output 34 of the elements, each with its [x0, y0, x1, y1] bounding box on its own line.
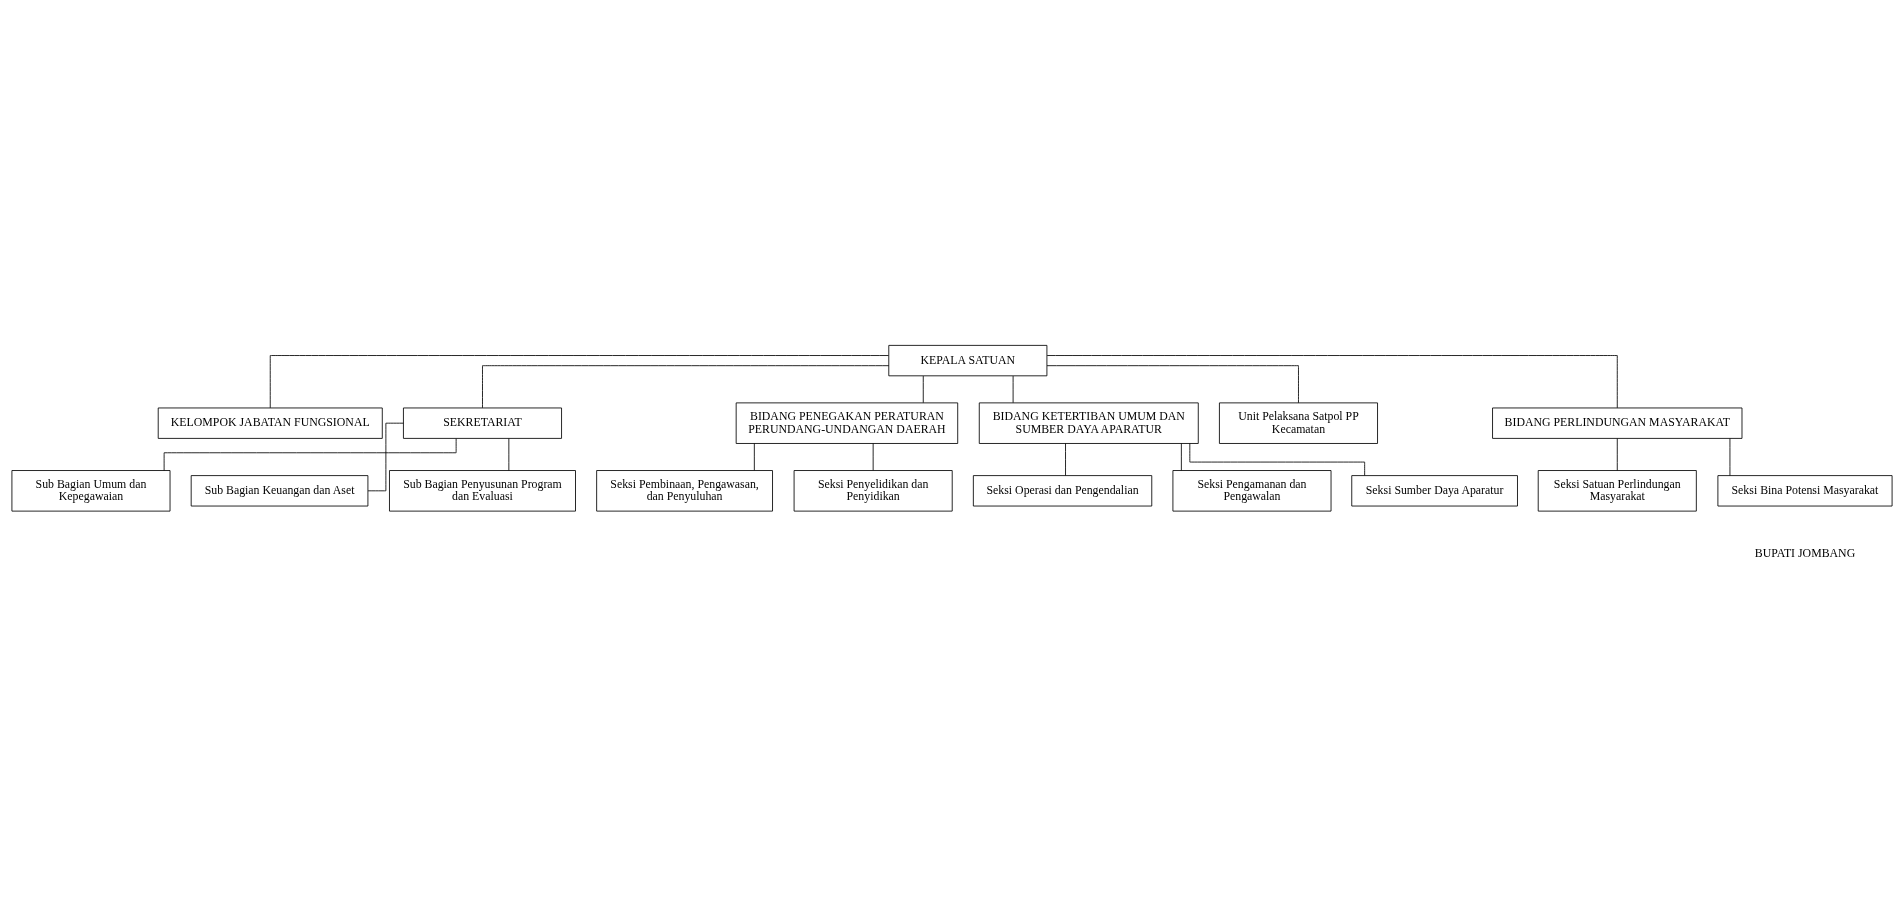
node-box: Seksi Operasi dan Pengendalian	[972, 474, 1153, 506]
node-box: Seksi Pembinaan, Pengawasan, dan Penyuluhan	[596, 469, 773, 512]
node-box: KEPALA SATUAN	[888, 344, 1048, 376]
connector	[1065, 442, 1066, 476]
connector	[269, 354, 889, 408]
node-box: Unit Pelaksana Satpol PP Kecamatan	[1219, 401, 1378, 444]
node-box: BIDANG PERLINDUNGAN MASYARAKAT	[1492, 407, 1743, 439]
connector	[1012, 375, 1014, 403]
label: BUPATI JOMBANG	[1754, 545, 1856, 560]
node-box: Seksi Pengamanan dan Pengawalan	[1172, 469, 1332, 512]
connector	[1046, 364, 1299, 403]
node-box: Seksi Penyelidikan dan Penyidikan	[793, 469, 953, 512]
node-box: Seksi Sumber Daya Aparatur	[1351, 474, 1518, 506]
node-box: Sub Bagian Keuangan dan Aset	[190, 474, 369, 506]
connector	[1189, 442, 1366, 476]
node-box: SEKRETARIAT	[403, 407, 562, 439]
connector	[753, 442, 755, 471]
node-box: Seksi Bina Potensi Masyarakat	[1717, 474, 1893, 506]
connector	[163, 437, 457, 471]
connector	[1046, 354, 1618, 408]
node-box: Sub Bagian Penyusunan Program dan Evaluasi	[389, 469, 576, 512]
connector	[367, 422, 404, 491]
node-box: KELOMPOK JABATAN FUNGSIONAL	[157, 407, 383, 439]
connector	[1616, 437, 1618, 471]
node-box: Seksi Satuan Perlindungan Masyarakat	[1537, 469, 1697, 512]
connector	[1729, 437, 1731, 476]
node-box: BIDANG PENEGAKAN PERATURAN PERUNDANG-UNDANGAN DAERAH	[735, 401, 959, 444]
connector	[872, 442, 874, 471]
connector	[508, 437, 510, 471]
node-box: Sub Bagian Umum dan Kepegawaian	[11, 469, 171, 512]
connector	[1180, 442, 1182, 471]
node-box: BIDANG KETERTIBAN UMUM DAN SUMBER DAYA APARATUR	[978, 401, 1199, 444]
connector	[482, 364, 890, 408]
connector	[922, 375, 924, 403]
